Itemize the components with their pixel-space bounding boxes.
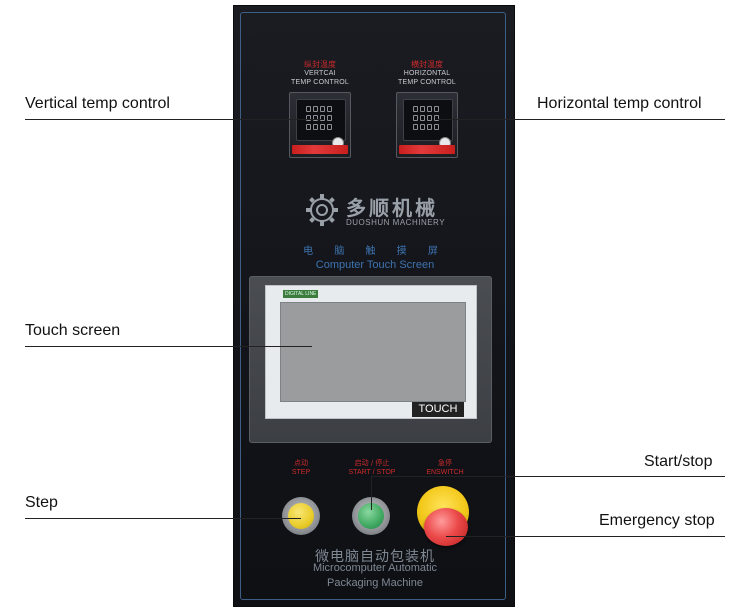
vertical-control-label-cn: 纵封温度 [304,60,336,69]
machine-name-en-1: Microcomputer Automatic [312,562,438,574]
estop-label-en: ENSWITCH [426,469,464,476]
callout-line-horizontal-temp [438,119,725,120]
step-button[interactable] [282,497,320,535]
callout-horizontal-temp: Horizontal temp control [537,95,702,112]
controller-display [296,99,346,141]
step-button-cap [288,503,314,529]
step-label-cn: 点动 [294,459,308,467]
touch-screen-brand: TOUCH [412,402,464,417]
callout-vertical-temp: Vertical temp control [25,95,170,112]
vertical-control-label-en-2: TEMP CONTROL [291,79,349,86]
horizontal-control-label-en-1: HORIZONTAL [403,70,451,77]
callout-line-emergency-stop [446,536,725,537]
panel-border [240,12,506,600]
gear-logo-icon [306,194,338,226]
vertical-temp-controller[interactable] [289,92,351,158]
horizontal-control-label: 横封温度 HORIZONTAL TEMP CONTROL [387,60,467,87]
step-button-label: 点动 STEP [280,458,322,478]
touch-screen-display[interactable] [280,302,466,402]
callout-step: Step [25,494,58,511]
callout-line-step [25,518,301,519]
controller-strip [292,145,348,154]
vertical-control-label-en-1: VERTCAI [304,70,336,77]
screen-title-cn: 电 脑 触 摸 屏 [303,246,447,257]
callout-line-vertical-temp [25,119,322,120]
start-stop-button[interactable] [352,497,390,535]
start-stop-button-label: 启动 / 停止 START / STOP [336,458,408,478]
horizontal-control-label-en-2: TEMP CONTROL [398,79,456,86]
callout-line-touch-screen [25,346,312,347]
controller-display [403,99,453,141]
touch-screen-badge: DIGITAL LINE [283,290,319,298]
callout-start-stop: Start/stop [644,453,713,470]
callout-line-start-stop-drop [371,476,372,510]
machine-name-en-2: Packaging Machine [326,577,423,589]
horizontal-temp-controller[interactable] [396,92,458,158]
brand-name-en: DUOSHUN MACHINERY [346,218,446,227]
estop-button-label: 急停 ENSWITCH [418,458,472,478]
vertical-control-label: 纵封温度 VERTCAI TEMP CONTROL [280,60,360,87]
emergency-stop-button[interactable] [424,508,468,546]
estop-label-cn: 急停 [438,459,452,467]
step-label-en: STEP [291,469,311,476]
start-stop-label-en: START / STOP [348,469,396,476]
callout-touch-screen: Touch screen [25,322,121,339]
callout-emergency-stop: Emergency stop [599,512,715,529]
callout-line-start-stop [371,476,725,477]
horizontal-control-label-cn: 横封温度 [411,60,443,69]
brand-name-cn: 多顺机械 [346,196,438,220]
start-stop-label-cn: 启动 / 停止 [354,459,390,467]
screen-title-en: Computer Touch Screen [315,259,435,271]
controller-strip [399,145,455,154]
machine-name-cn: 微电脑自动包装机 [315,549,435,565]
